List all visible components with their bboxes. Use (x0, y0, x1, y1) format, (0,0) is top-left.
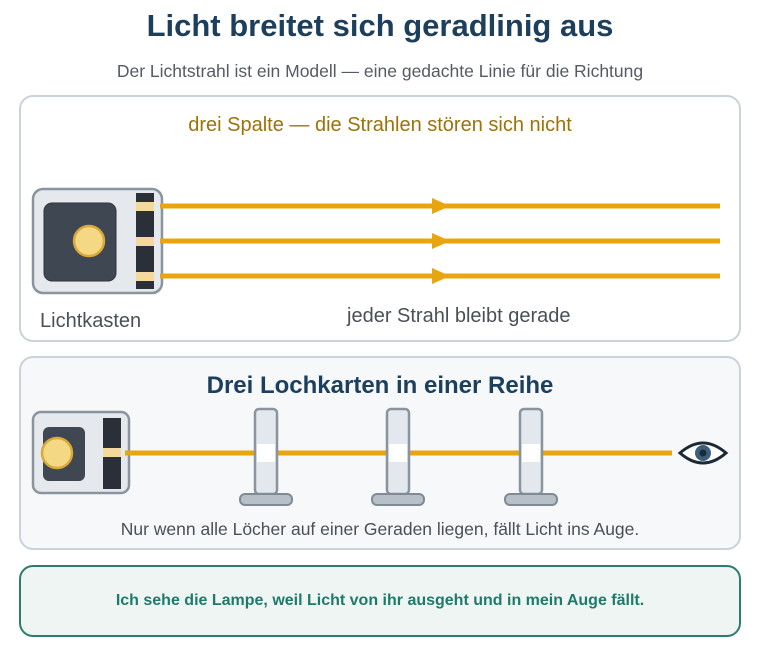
pinhole-panel-caption: Nur wenn alle Löcher auf einer Geraden l… (120, 519, 640, 539)
pinhole-panel-heading: Drei Lochkarten in einer Reihe (206, 372, 554, 399)
ray-label: jeder Strahl bleibt gerade (347, 305, 571, 327)
light-box-small-icon (31, 410, 131, 495)
page-title: Licht breitet sich geradlinig aus (146, 8, 614, 43)
pinhole-card-icon (239, 407, 293, 506)
light-ray-arrow (432, 198, 450, 214)
pinhole-cards (239, 407, 558, 506)
light-ray-arrow (432, 233, 450, 249)
light-box-icon (31, 187, 164, 295)
eye-icon (677, 441, 729, 465)
pinhole-card-icon (504, 407, 558, 506)
pinhole-card-icon (371, 407, 425, 506)
slit-panel-heading: drei Spalte — die Strahlen stören sich n… (188, 114, 572, 136)
light-ray-arrow (432, 268, 450, 284)
conclusion-panel (19, 565, 741, 637)
page-subtitle: Der Lichtstrahl ist ein Modell — eine ge… (116, 61, 644, 81)
conclusion-text: Ich sehe die Lampe, weil Licht von ihr a… (115, 592, 645, 609)
light-rays (160, 198, 720, 284)
light-box-label: Lichtkasten (40, 310, 142, 332)
